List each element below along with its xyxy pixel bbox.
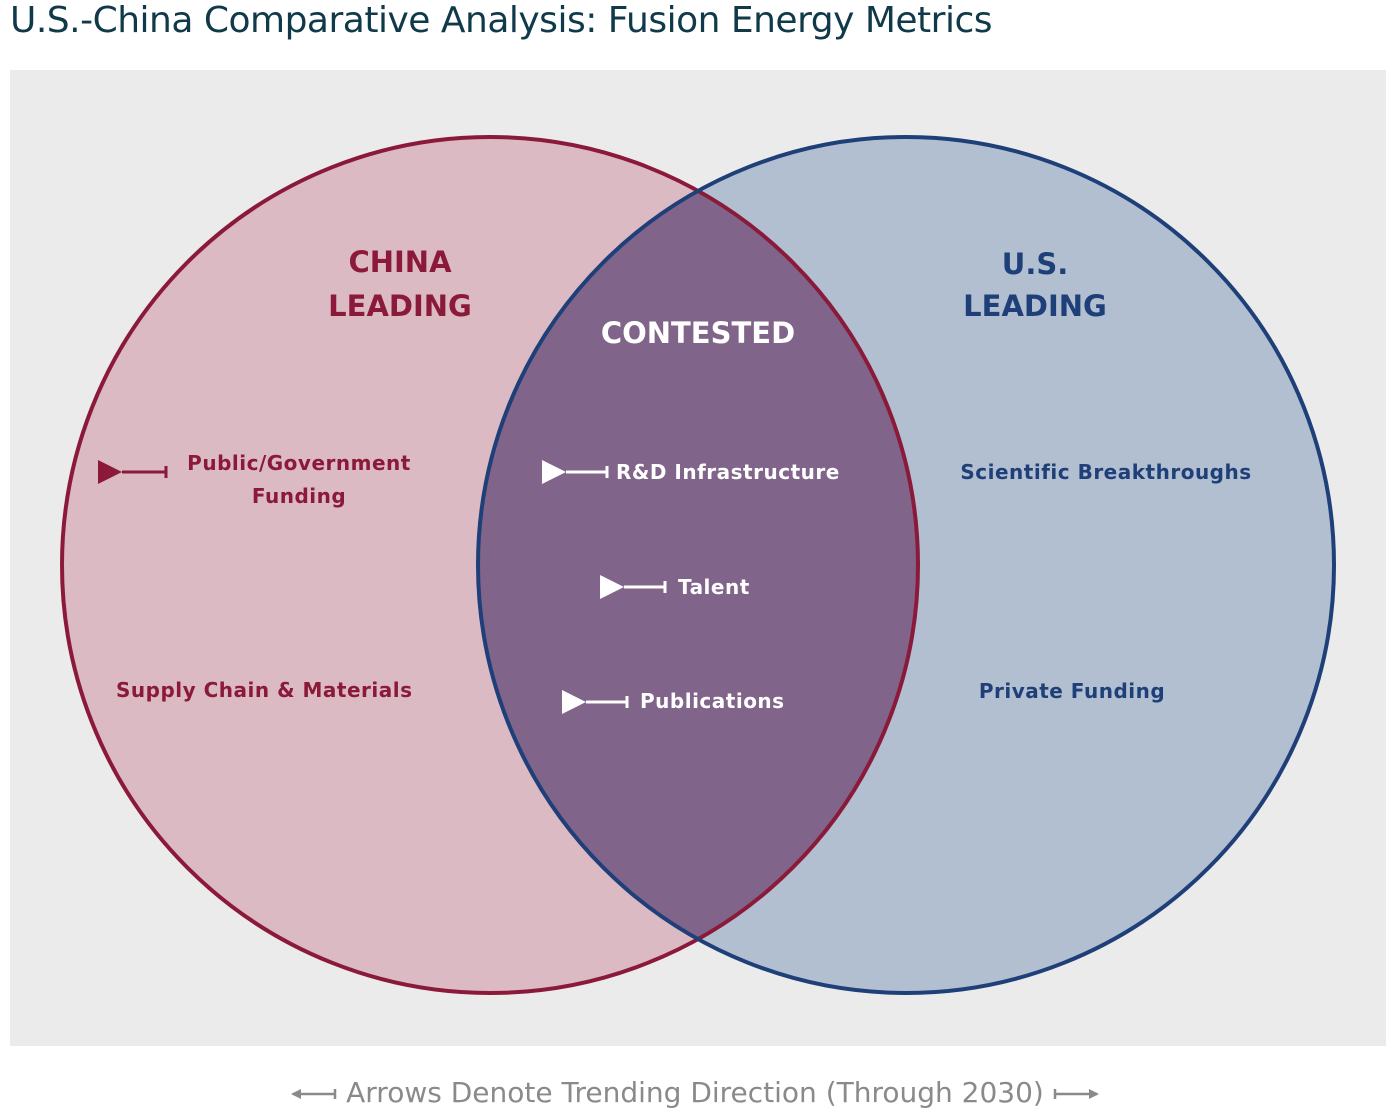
page-title: U.S.-China Comparative Analysis: Fusion … — [10, 0, 993, 41]
contested-item-publications: Publications — [640, 689, 785, 713]
us-circle-outline — [476, 135, 1336, 995]
left-arrow-icon — [562, 690, 629, 714]
china-item-public-funding: Funding — [252, 484, 346, 508]
right-arrow-icon — [1053, 1089, 1099, 1099]
china-heading: CHINA — [348, 245, 452, 279]
us-heading: U.S. — [1002, 247, 1068, 281]
legend: Arrows Denote Trending Direction (Throug… — [0, 1076, 1390, 1109]
left-arrow-icon — [600, 575, 667, 599]
us-item-scientific-breakthroughs: Scientific Breakthroughs — [960, 460, 1251, 484]
china-circle-outline — [60, 135, 920, 995]
contested-item-rd-infrastructure: R&D Infrastructure — [616, 460, 840, 484]
left-arrow-icon — [291, 1089, 337, 1099]
china-heading: LEADING — [328, 289, 472, 323]
contested-item-talent: Talent — [678, 575, 750, 599]
china-item-public-funding: Public/Government — [187, 451, 411, 475]
left-arrow-icon — [542, 460, 609, 484]
left-arrow-icon — [98, 460, 168, 484]
china-item-supply-chain: Supply Chain & Materials — [116, 678, 413, 702]
us-heading: LEADING — [963, 289, 1107, 323]
legend-text: Arrows Denote Trending Direction (Throug… — [346, 1076, 1044, 1109]
us-item-private-funding: Private Funding — [979, 679, 1165, 703]
contested-overlap — [478, 137, 918, 993]
contested-heading: CONTESTED — [601, 316, 795, 350]
